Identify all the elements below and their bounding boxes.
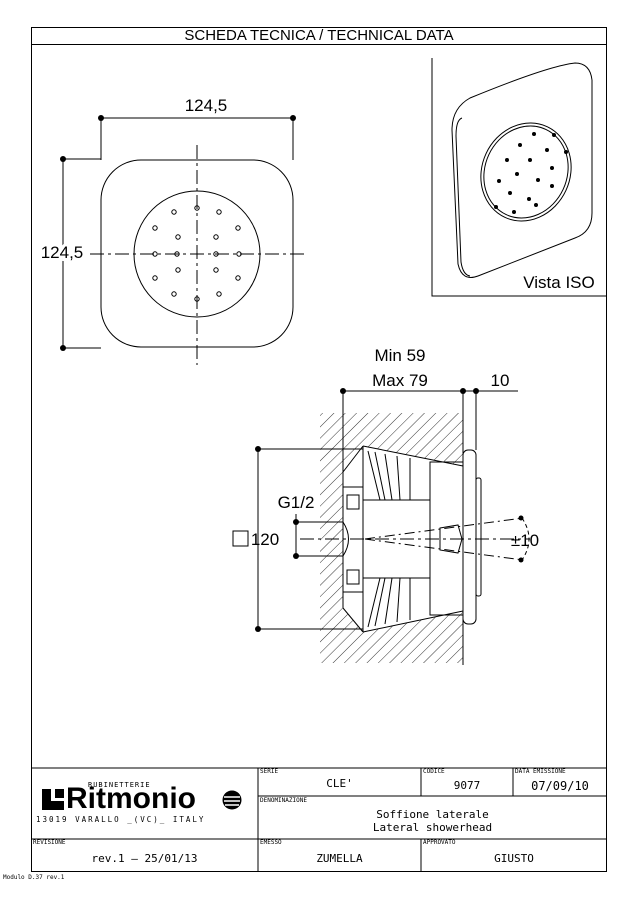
iso-nozzles: [494, 132, 568, 214]
approvato-caption: APPROVATO: [423, 839, 456, 846]
emesso-caption: EMESSO: [260, 839, 282, 846]
side-section-view: [232, 390, 530, 665]
emesso-value: ZUMELLA: [316, 852, 363, 865]
size-label: 120: [251, 530, 279, 549]
data-emissione-caption: DATA EMISSIONE: [515, 768, 566, 775]
codice-value: 9077: [453, 779, 481, 792]
front-height-label: 124,5: [41, 243, 84, 262]
iso-plate-outer: [451, 62, 593, 278]
thread-label: G1/2: [278, 493, 315, 512]
side-nozzle: [439, 524, 463, 554]
data-emissione-value: 07/09/10: [531, 779, 589, 793]
front-view: [62, 117, 307, 365]
max-depth-label: Max 79: [372, 371, 428, 390]
drawing-frame: [31, 27, 607, 872]
front-nozzles: [152, 205, 242, 302]
logo-subtitle: RUBINETTERIE: [88, 781, 151, 789]
iso-plate-edge: [455, 117, 471, 277]
min-depth-label: Min 59: [374, 346, 425, 365]
body-top-edge: [362, 445, 464, 467]
denominazione-line1: Soffione laterale: [376, 808, 489, 821]
front-width-label: 124,5: [185, 96, 228, 115]
front-dim-markers: [60, 115, 296, 351]
offset-label: 10: [491, 371, 510, 390]
revisione-caption: REVISIONE: [33, 839, 66, 846]
logo-address: 13019 VARALLO _(VC)_ ITALY: [36, 815, 206, 824]
iso-view: [431, 58, 607, 297]
denominazione-line2: Lateral showerhead: [372, 821, 493, 834]
serie-value: CLE': [326, 777, 353, 790]
logo-emblem-icon: [222, 790, 242, 810]
square-symbol: [232, 530, 249, 547]
logo-brand: Ritmonio: [66, 782, 196, 815]
title-block-grid: [31, 767, 607, 872]
ritmonio-logo: [42, 789, 242, 810]
side-dim-markers: [255, 388, 524, 632]
iso-nozzle-ellipse: [480, 122, 572, 222]
denominazione-caption: DENOMINAZIONE: [260, 797, 307, 804]
serie-caption: SERIE: [260, 768, 279, 775]
page-title: SCHEDA TECNICA / TECHNICAL DATA: [31, 27, 607, 45]
codice-caption: CODICE: [423, 768, 445, 775]
iso-view-frame: [431, 58, 607, 297]
angle-label: ±10: [511, 531, 539, 550]
form-footer: Modulo D.37 rev.1: [3, 874, 65, 881]
revisione-value: rev.1 – 25/01/13: [91, 852, 198, 865]
approvato-value: GIUSTO: [494, 852, 534, 865]
iso-view-label: Vista ISO: [523, 273, 595, 292]
